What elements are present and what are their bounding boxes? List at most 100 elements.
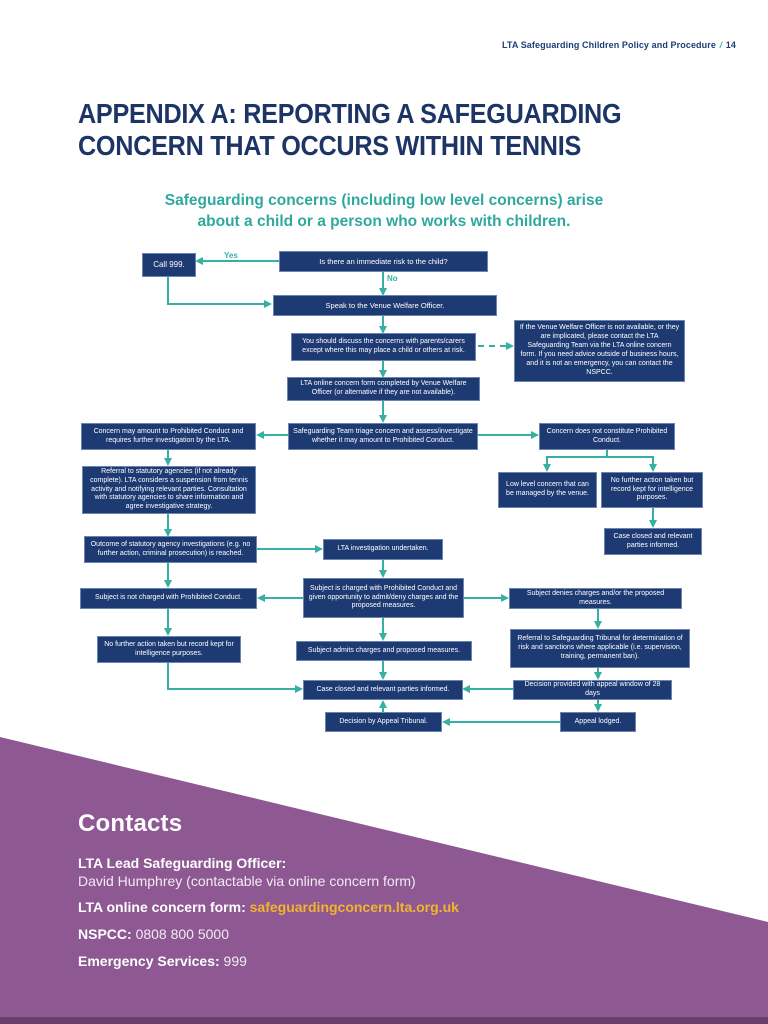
arrow-referral-to-outcome — [167, 514, 169, 530]
arrow-investigation-to-charged — [382, 560, 384, 571]
arrow-decision-to-appeal-lodged — [594, 704, 602, 712]
flow-node-referral-tribunal: Referral to Safeguarding Tribunal for de… — [510, 629, 690, 668]
flow-node-lta-investigation: LTA investigation undertaken. — [323, 539, 443, 560]
arrow-triage-to-concern-may — [256, 431, 264, 439]
flowchart: Call 999. Is there an immediate risk to … — [80, 251, 703, 732]
flow-node-denies-charges: Subject denies charges and/or the propos… — [509, 588, 682, 609]
contact-nspcc-value: 0808 800 5000 — [135, 926, 229, 942]
arrow-triage-to-concern-not — [478, 434, 531, 436]
arrow-discuss-to-note-dashed — [478, 345, 506, 347]
arrow-appeal-lodged-to-tribunal-decision — [450, 721, 560, 723]
header-slash: / — [719, 40, 723, 50]
arrow-charged-to-not-charged — [265, 597, 303, 599]
flow-node-call-999: Call 999. — [142, 253, 196, 277]
flow-node-low-level-concern: Low level concern that can be managed by… — [498, 472, 597, 508]
contact-nspcc: NSPCC: 0808 800 5000 — [78, 925, 459, 943]
page-header: LTA Safeguarding Children Policy and Pro… — [502, 40, 736, 50]
contact-lso-label: LTA Lead Safeguarding Officer: — [78, 855, 287, 871]
flow-node-concern-not-prohibited: Concern does not constitute Prohibited C… — [539, 423, 675, 450]
arrow-tribunal-to-decision — [597, 668, 599, 674]
flow-node-speak-venue-welfare-officer: Speak to the Venue Welfare Officer. — [273, 295, 497, 316]
arrow-decision-to-appeal-lodged — [597, 700, 599, 706]
flow-node-outcome-statutory: Outcome of statutory agency investigatio… — [84, 536, 257, 563]
footer-strip — [0, 1017, 768, 1024]
flow-node-charged: Subject is charged with Prohibited Condu… — [303, 578, 464, 618]
arrow-no-further-left-to-case-closed — [167, 688, 295, 690]
arrow-decision-to-case-closed — [470, 688, 513, 690]
intro-statement-line2: about a child or a person who works with… — [197, 213, 571, 230]
page-title: APPENDIX A: REPORTING A SAFEGUARDING CON… — [78, 98, 622, 162]
arrow-call999-to-speak — [264, 300, 272, 308]
arrow-branch-to-low-level — [543, 464, 551, 472]
intro-statement-line1: Safeguarding concerns (including low lev… — [164, 192, 604, 209]
arrow-discuss-to-form — [382, 361, 384, 371]
contact-form: LTA online concern form: safeguardingcon… — [78, 898, 459, 916]
flow-node-admits-charges: Subject admits charges and proposed meas… — [296, 641, 472, 661]
arrow-concern-not-branch — [606, 450, 608, 458]
flow-node-concern-may-amount: Concern may amount to Prohibited Conduct… — [81, 423, 256, 450]
flow-node-case-closed-center: Case closed and relevant parties informe… — [303, 680, 463, 700]
document-title: LTA Safeguarding Children Policy and Pro… — [501, 40, 716, 50]
concern-form-link[interactable]: safeguardingconcern.lta.org.uk — [249, 899, 459, 915]
contact-form-label: LTA online concern form: — [78, 899, 246, 915]
label-no: No — [387, 274, 398, 283]
flow-node-vwo-unavailable-note: If the Venue Welfare Officer is not avai… — [514, 320, 685, 382]
arrow-concern-not-branch — [546, 456, 654, 458]
arrow-decision-to-case-closed — [462, 685, 470, 693]
arrow-charged-to-denies — [501, 594, 509, 602]
arrow-form-to-triage — [382, 401, 384, 416]
contact-emergency-label: Emergency Services: — [78, 953, 220, 969]
arrow-charged-to-not-charged — [257, 594, 265, 602]
arrow-risk-to-call999 — [203, 260, 279, 262]
arrow-not-charged-to-no-further-left — [167, 609, 169, 629]
arrow-charged-to-denies — [464, 597, 501, 599]
page-title-line1: APPENDIX A: REPORTING A SAFEGUARDING — [78, 98, 622, 129]
arrow-outcome-to-investigation — [257, 548, 315, 550]
flow-node-no-further-action-right: No further action taken but record kept … — [601, 472, 703, 508]
arrow-tribunal-decision-to-case-closed — [379, 700, 387, 708]
arrow-branch-to-no-further-right — [649, 464, 657, 472]
contact-emergency-value: 999 — [223, 953, 247, 969]
arrow-form-to-triage — [379, 415, 387, 423]
arrow-risk-to-speak — [379, 288, 387, 296]
contact-lso-value: David Humphrey (contactable via online c… — [78, 873, 416, 889]
contact-nspcc-label: NSPCC: — [78, 926, 132, 942]
contact-lso: LTA Lead Safeguarding Officer: David Hum… — [78, 854, 459, 890]
flow-node-appeal-tribunal-decision: Decision by Appeal Tribunal. — [325, 712, 442, 732]
arrow-speak-to-discuss — [379, 326, 387, 334]
arrow-no-further-right-to-case-closed — [652, 508, 654, 521]
arrow-admits-to-case-closed — [379, 672, 387, 680]
arrow-admits-to-case-closed — [382, 661, 384, 673]
arrow-no-further-left-to-case-closed — [167, 663, 169, 690]
flow-node-triage: Safeguarding Team triage concern and ass… — [288, 423, 478, 450]
arrow-outcome-to-investigation — [315, 545, 323, 553]
arrow-tribunal-decision-to-case-closed — [382, 708, 384, 713]
flow-node-referral-statutory: Referral to statutory agencies (if not a… — [82, 466, 256, 514]
flow-node-discuss-with-parents: You should discuss the concerns with par… — [291, 333, 476, 361]
arrow-concern-may-to-referral — [164, 458, 172, 466]
arrow-discuss-to-form — [379, 370, 387, 378]
arrow-triage-to-concern-may — [264, 434, 288, 436]
flow-node-appeal-lodged: Appeal lodged. — [560, 712, 636, 732]
arrow-call999-to-speak — [167, 303, 264, 305]
arrow-no-further-left-to-case-closed — [295, 685, 303, 693]
arrow-referral-to-outcome — [164, 529, 172, 537]
flow-node-decision-provided: Decision provided with appeal window of … — [513, 680, 672, 700]
flow-node-no-further-action-left: No further action taken but record kept … — [97, 636, 241, 663]
arrow-concern-may-to-referral — [167, 450, 169, 459]
flow-node-online-concern-form: LTA online concern form completed by Ven… — [287, 377, 480, 401]
arrow-tribunal-to-decision — [594, 672, 602, 680]
page-title-line2: CONCERN THAT OCCURS WITHIN TENNIS — [78, 130, 582, 161]
contacts-heading: Contacts — [78, 810, 183, 837]
arrow-denies-to-tribunal — [594, 621, 602, 629]
arrow-call999-to-speak — [167, 277, 169, 305]
contact-emergency: Emergency Services: 999 — [78, 952, 459, 970]
label-yes: Yes — [224, 251, 238, 260]
arrow-not-charged-to-no-further-left — [164, 628, 172, 636]
arrow-risk-to-speak — [382, 272, 384, 289]
arrow-appeal-lodged-to-tribunal-decision — [442, 718, 450, 726]
arrow-triage-to-concern-not — [531, 431, 539, 439]
intro-statement: Safeguarding concerns (including low lev… — [0, 190, 768, 232]
arrow-speak-to-discuss — [382, 316, 384, 327]
flow-node-immediate-risk: Is there an immediate risk to the child? — [279, 251, 488, 272]
